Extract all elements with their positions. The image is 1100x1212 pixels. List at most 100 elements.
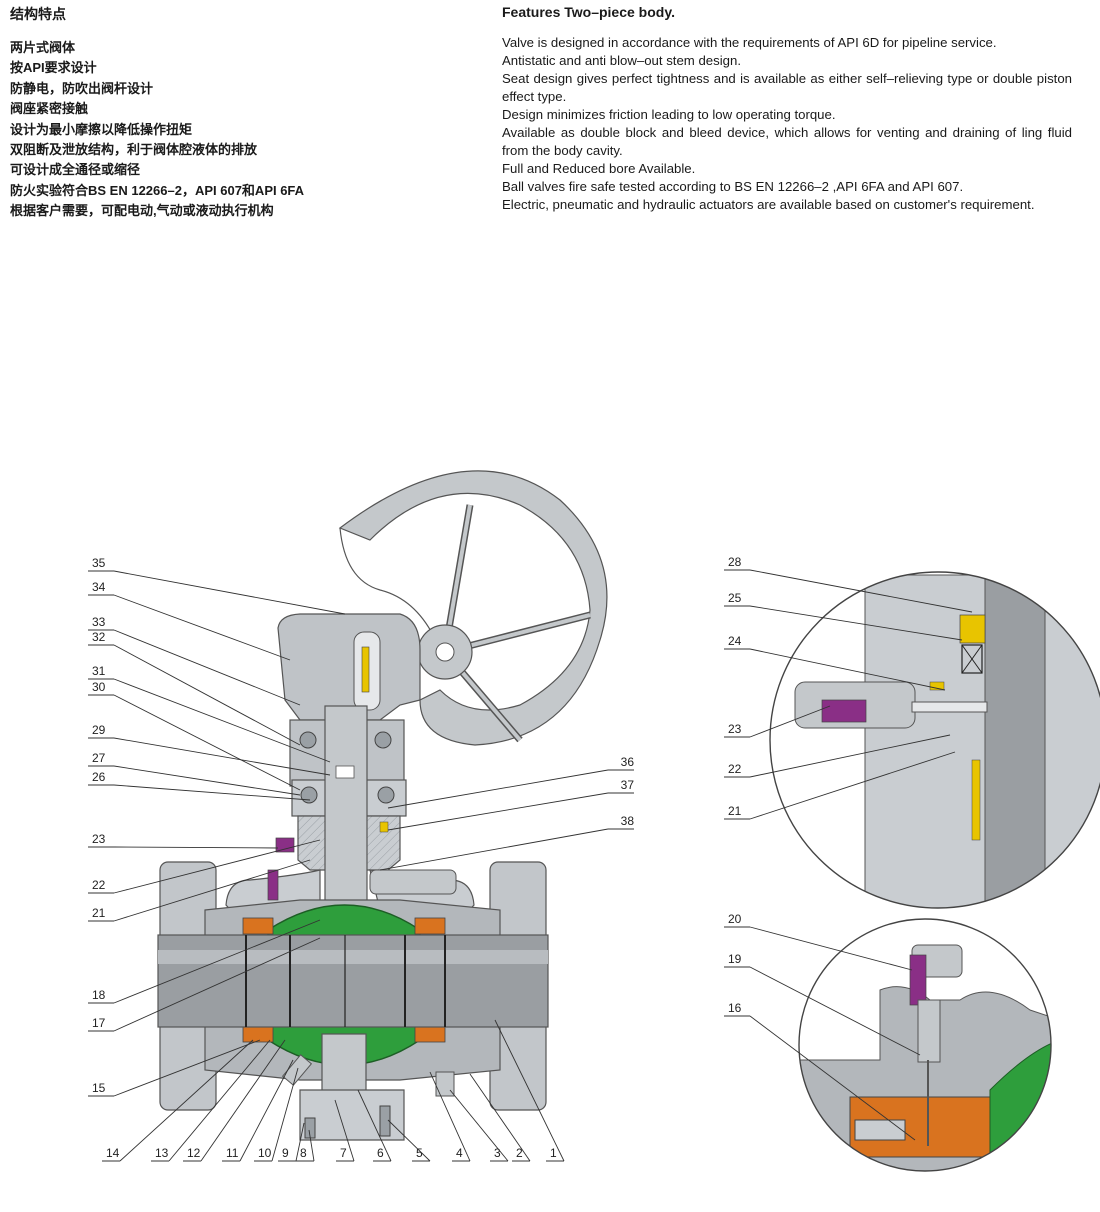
cn-feature-item: 防静电，防吹出阀杆设计 bbox=[10, 80, 154, 96]
cn-feature-item: 防火实验符合BS EN 12266–2，API 607和API 6FA bbox=[10, 182, 305, 198]
callout-label-10: 10 bbox=[258, 1146, 272, 1160]
leader-line bbox=[295, 1122, 305, 1162]
callout-label-18: 18 bbox=[92, 988, 106, 1002]
leader-line bbox=[749, 1015, 916, 1141]
leader-line bbox=[749, 569, 973, 613]
callout-label-23: 23 bbox=[92, 832, 106, 846]
callout-label-22: 22 bbox=[92, 878, 106, 892]
callout-label-25: 25 bbox=[728, 591, 742, 605]
leader-line bbox=[113, 859, 311, 922]
callout-label-16: 16 bbox=[728, 1001, 742, 1015]
en-feature-item: Ball valves fire safe tested according t… bbox=[502, 179, 964, 194]
callout-label-6: 6 bbox=[377, 1146, 384, 1160]
callout-label-31: 31 bbox=[92, 664, 106, 678]
callout-label-5: 5 bbox=[416, 1146, 423, 1160]
callout-label-28: 28 bbox=[728, 555, 742, 569]
leader-line bbox=[113, 919, 321, 1004]
leader-line bbox=[113, 678, 331, 763]
callout-label-29: 29 bbox=[92, 723, 106, 737]
cn-feature-item: 双阻断及泄放结构，利于阀体腔液体的排放 bbox=[10, 142, 258, 158]
callout-label-21: 21 bbox=[728, 804, 742, 818]
callout-label-33: 33 bbox=[92, 615, 106, 629]
en-feature-item: Electric, pneumatic and hydraulic actuat… bbox=[502, 197, 1035, 212]
leader-line bbox=[113, 737, 331, 776]
en-feature-item: Seat design gives perfect tightness and … bbox=[502, 71, 1072, 104]
callout-label-19: 19 bbox=[728, 952, 742, 966]
leader-line bbox=[749, 926, 913, 971]
leader-line bbox=[113, 1039, 261, 1097]
callout-label-26: 26 bbox=[92, 770, 106, 784]
callout-label-15: 15 bbox=[92, 1081, 106, 1095]
cn-feature-item: 设计为最小摩擦以降低操作扭矩 bbox=[10, 121, 193, 137]
leader-line bbox=[749, 705, 831, 738]
leader-line bbox=[113, 784, 311, 801]
leader-line bbox=[429, 1071, 471, 1162]
leader-line bbox=[113, 765, 301, 796]
en-feature-item: Valve is designed in accordance with the… bbox=[502, 35, 997, 50]
leader-line bbox=[387, 769, 609, 809]
callout-label-3: 3 bbox=[494, 1146, 501, 1160]
leader-line bbox=[334, 1099, 355, 1162]
cn-heading: 结构特点 bbox=[10, 6, 66, 22]
callout-label-9: 9 bbox=[282, 1146, 289, 1160]
leader-line bbox=[200, 1039, 286, 1162]
leader-line bbox=[113, 644, 301, 746]
callout-label-7: 7 bbox=[340, 1146, 347, 1160]
callout-label-30: 30 bbox=[92, 680, 106, 694]
callout-label-2: 2 bbox=[516, 1146, 523, 1160]
cn-feature-item: 根据客户需要，可配电动,气动或液动执行机构 bbox=[10, 203, 274, 219]
en-features: Features Two–piece body. Valve is design… bbox=[502, 4, 1072, 214]
leader-line bbox=[113, 694, 301, 791]
cn-feature-item: 两片式阀体 bbox=[10, 40, 76, 55]
leader-line bbox=[239, 1059, 294, 1162]
callout-label-23: 23 bbox=[728, 722, 742, 736]
leader-line bbox=[308, 1129, 315, 1162]
leader-line bbox=[387, 792, 609, 831]
callout-label-34: 34 bbox=[92, 580, 106, 594]
cn-feature-item: 按API要求设计 bbox=[10, 60, 97, 76]
callout-label-20: 20 bbox=[728, 912, 742, 926]
leader-line bbox=[113, 629, 301, 706]
leader-line bbox=[357, 1089, 392, 1162]
callout-label-21: 21 bbox=[92, 906, 106, 920]
cn-feature-item: 可设计成全通径或缩径 bbox=[10, 162, 141, 178]
leader-line bbox=[494, 1019, 565, 1162]
leader-line bbox=[749, 605, 963, 641]
callout-label-35: 35 bbox=[92, 556, 106, 570]
en-heading: Features Two–piece body. bbox=[502, 4, 675, 20]
leader-line bbox=[113, 570, 346, 615]
leader-line bbox=[449, 1089, 509, 1162]
callout-label-37: 37 bbox=[621, 778, 635, 792]
leader-line bbox=[469, 1073, 531, 1162]
leader-line bbox=[113, 846, 279, 849]
callout-label-13: 13 bbox=[155, 1146, 169, 1160]
callout-label-17: 17 bbox=[92, 1016, 106, 1030]
callout-label-14: 14 bbox=[106, 1146, 120, 1160]
detail-top-illustration bbox=[769, 571, 1100, 909]
leader-line bbox=[119, 1039, 254, 1162]
callout-label-27: 27 bbox=[92, 751, 106, 765]
leader-line bbox=[168, 1039, 271, 1162]
leader-line bbox=[113, 839, 321, 894]
leader-line bbox=[749, 751, 956, 820]
leader-line bbox=[113, 937, 321, 1032]
en-feature-item: Antistatic and anti blow–out stem design… bbox=[502, 53, 741, 68]
callout-label-32: 32 bbox=[92, 630, 106, 644]
callout-label-22: 22 bbox=[728, 762, 742, 776]
callout-label-4: 4 bbox=[456, 1146, 463, 1160]
callout-label-8: 8 bbox=[300, 1146, 307, 1160]
en-feature-item: Design minimizes friction leading to low… bbox=[502, 107, 836, 122]
callout-label-12: 12 bbox=[187, 1146, 201, 1160]
en-feature-item: Available as double block and bleed devi… bbox=[502, 125, 1072, 158]
leader-line bbox=[379, 828, 609, 871]
en-feature-list: Valve is designed in accordance with the… bbox=[502, 34, 1072, 214]
callout-label-1: 1 bbox=[550, 1146, 557, 1160]
callout-label-24: 24 bbox=[728, 634, 742, 648]
leader-line bbox=[113, 594, 291, 661]
leader-line bbox=[749, 966, 921, 1056]
detail-bottom-illustration bbox=[798, 918, 1052, 1172]
cn-features: 结构特点 两片式阀体 按API要求设计 防静电，防吹出阀杆设计 阀座紧密接触 设… bbox=[10, 4, 450, 222]
main-valve-illustration bbox=[157, 470, 608, 1141]
leader-line bbox=[749, 734, 951, 778]
